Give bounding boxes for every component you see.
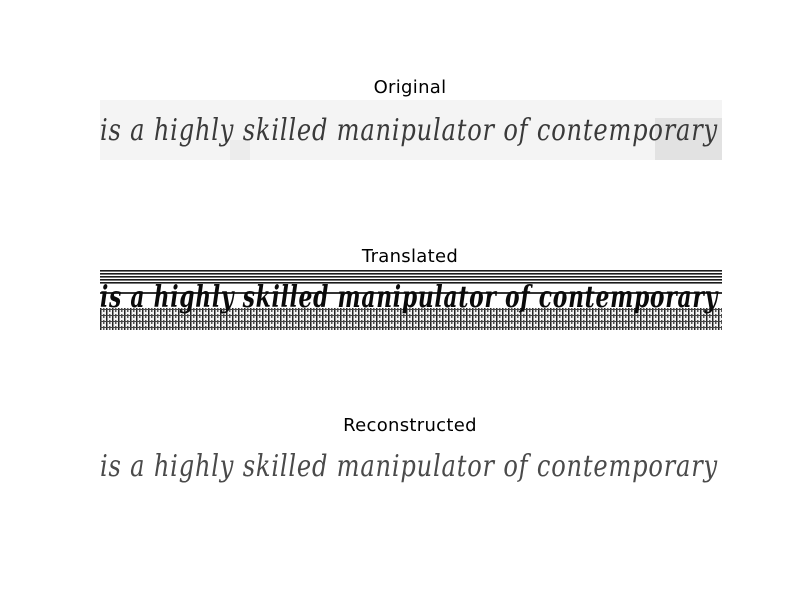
reconstructed-image: is a highly skilled manipulator of conte… (100, 440, 722, 490)
original-handwriting: is a highly skilled manipulator of conte… (100, 113, 718, 148)
reconstructed-handwriting: is a highly skilled manipulator of conte… (100, 449, 718, 484)
reconstructed-title: Reconstructed (343, 415, 477, 436)
translated-title: Translated (361, 246, 459, 267)
translated-handwriting: is a highly skilled manipulator of conte… (100, 280, 719, 315)
original-title: Original (373, 77, 447, 98)
translated-image: is a highly skilled manipulator of conte… (100, 270, 722, 330)
original-image: is a highly skilled manipulator of conte… (100, 100, 722, 160)
